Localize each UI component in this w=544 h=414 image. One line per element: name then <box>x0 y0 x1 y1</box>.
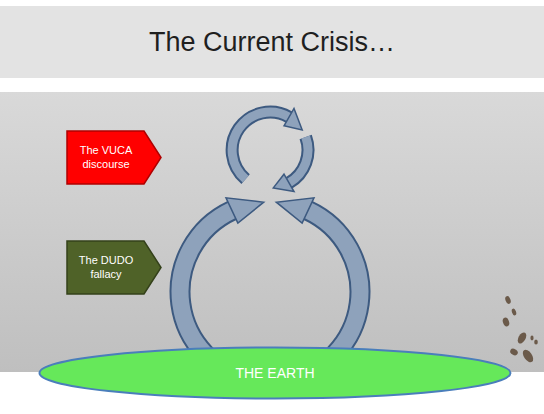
node-label: The DUDO fallacy <box>74 254 138 280</box>
node-label: The VUCA discourse <box>74 144 138 170</box>
node-label: THE EARTH <box>235 365 314 382</box>
title-band <box>0 6 544 78</box>
footprints <box>502 295 538 364</box>
panel <box>0 92 544 372</box>
small-cycle <box>232 108 308 191</box>
slide-title: The Current Crisis… <box>0 6 544 78</box>
earth-ellipse: THE EARTH <box>38 346 512 400</box>
pointer-tag: The VUCA discourse <box>66 130 162 185</box>
pointer-tag: The DUDO fallacy <box>66 240 162 295</box>
